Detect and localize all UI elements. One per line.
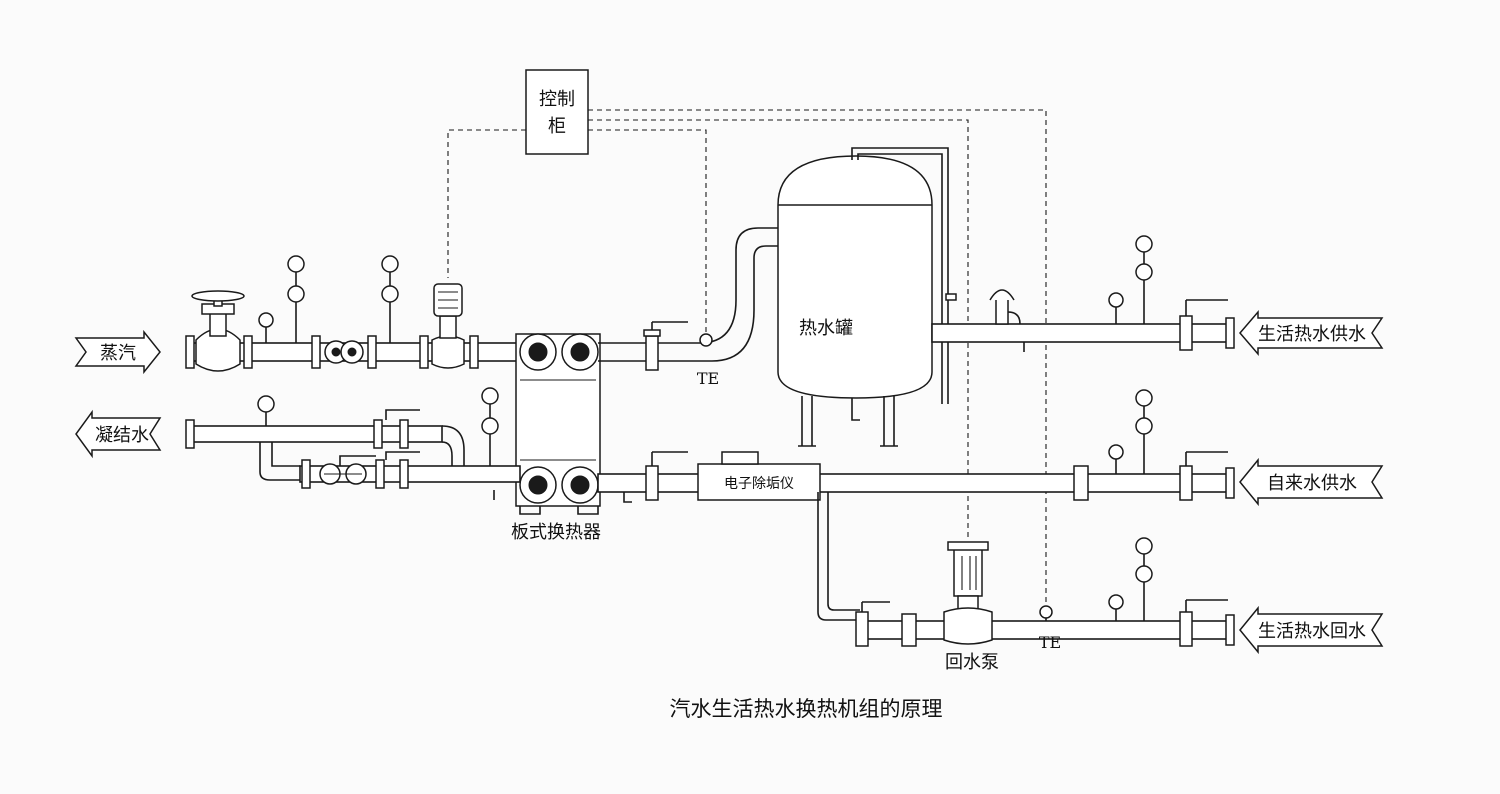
steam-control-valve (431, 283, 465, 369)
hot-water-return-label: 生活热水回水 (1258, 621, 1366, 642)
hot-water-return-arrow: 生活热水回水 (1239, 605, 1384, 655)
steam-pressure-gauge-3 (381, 255, 399, 343)
descaler-label: 电子除垢仪 (724, 476, 794, 492)
plate-heat-exchanger-label: 板式换热器 (511, 522, 601, 543)
return-water-pipe (817, 492, 1235, 647)
condensate-pipe (185, 395, 521, 489)
temperature-sensor-lower: TE (1039, 605, 1061, 652)
heated-water-pipe (598, 227, 782, 371)
tap-water-supply-label: 自来水供水 (1267, 473, 1357, 494)
hot-water-tank-label: 热水罐 (799, 318, 853, 339)
temperature-sensor-upper: TE (697, 333, 719, 388)
hot-water-supply-gauges (1108, 235, 1153, 324)
condensate-outlet-arrow: 凝结水 (75, 409, 162, 459)
condensate-label: 凝结水 (95, 425, 149, 446)
steam-globe-valve (191, 290, 245, 372)
steam-label: 蒸汽 (100, 343, 136, 364)
return-water-pump: 回水泵 (943, 541, 999, 673)
hot-water-supply-pipe (931, 299, 1235, 352)
steam-inlet-arrow: 蒸汽 (74, 329, 161, 375)
te-upper-label: TE (697, 369, 719, 388)
steam-pressure-gauge-1 (258, 312, 274, 343)
condensate-gauge (481, 387, 499, 500)
electronic-descaler: 电子除垢仪 (697, 451, 821, 501)
return-water-gauges (1108, 537, 1153, 621)
control-cabinet-label-1: 控制 (539, 89, 575, 110)
control-cabinet: 控制 柜 (525, 69, 589, 155)
steam-strainer (324, 340, 364, 364)
tap-water-pipe (597, 451, 1235, 503)
control-cabinet-label-2: 柜 (548, 116, 566, 137)
safety-valve (989, 289, 1021, 325)
steam-pressure-gauge-2 (287, 255, 305, 343)
control-signal-lines (447, 109, 1047, 605)
return-pump-label: 回水泵 (945, 652, 999, 673)
hot-water-tank: 热水罐 (777, 147, 957, 447)
plate-heat-exchanger: 板式换热器 (511, 333, 601, 543)
hot-water-supply-label: 生活热水供水 (1258, 324, 1366, 345)
te-lower-label: TE (1039, 633, 1061, 652)
tap-water-supply-arrow: 自来水供水 (1239, 457, 1384, 507)
hot-water-supply-arrow: 生活热水供水 (1239, 309, 1384, 357)
diagram-caption: 汽水生活热水换热机组的原理 (670, 697, 943, 721)
tap-water-gauges (1108, 389, 1153, 474)
